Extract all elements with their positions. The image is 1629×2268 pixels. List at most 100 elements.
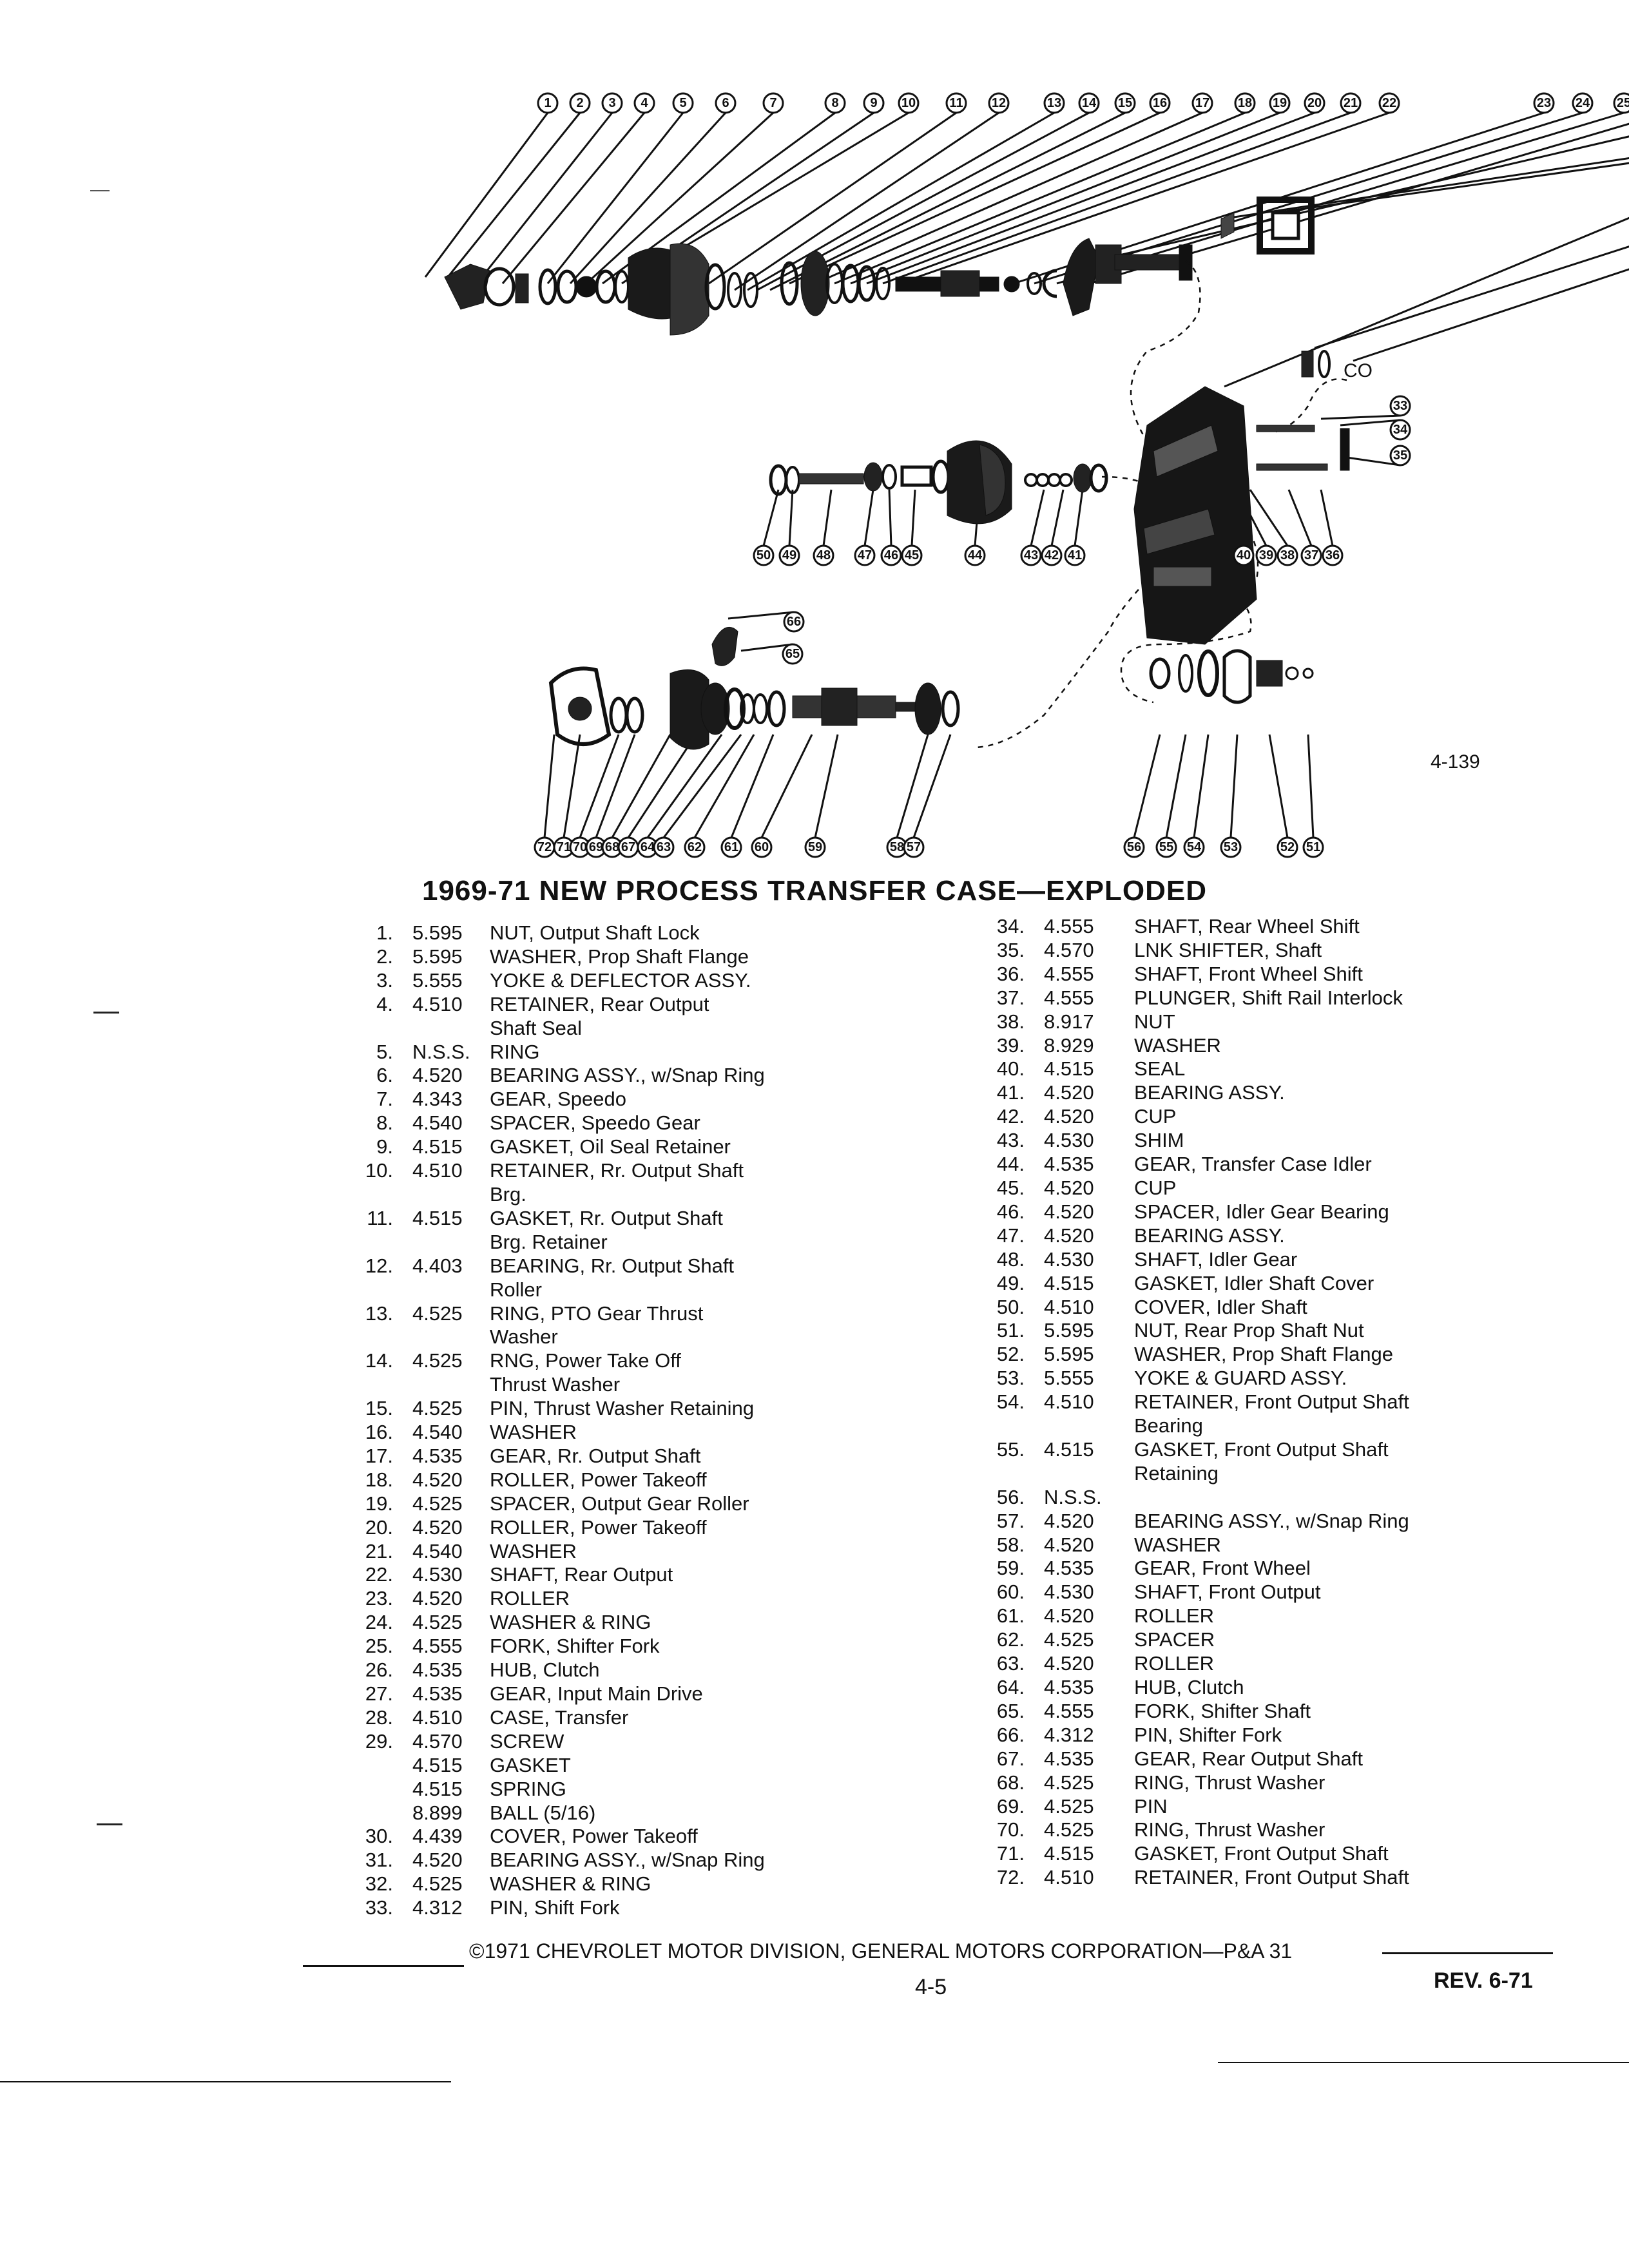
part-number: 57. [996, 1509, 1025, 1532]
part-number: 8. [376, 1111, 393, 1135]
part-number: 13. [365, 1302, 393, 1325]
callout-46: 46 [880, 544, 902, 566]
svg-text:59: 59 [808, 840, 822, 854]
part-group-code: 4.535 [412, 1658, 463, 1682]
part-description-line: ROLLER [1134, 1604, 1215, 1628]
part-group-code: 4.520 [1044, 1105, 1094, 1128]
part-number: 34. [996, 915, 1025, 937]
callout-34: 34 [1389, 419, 1411, 441]
svg-text:17: 17 [1195, 96, 1210, 110]
svg-text:52: 52 [1280, 840, 1295, 854]
part-group-code: 4.525 [412, 1349, 463, 1372]
part-number: 39. [996, 1033, 1025, 1057]
part-number: 5. [376, 1040, 393, 1063]
part-group-code: 4.520 [1044, 1224, 1094, 1247]
part-description-line: SHAFT, Idler Gear [1134, 1247, 1298, 1271]
part-description: HUB, Clutch [1134, 1676, 1244, 1700]
part-description-line: BEARING ASSY. [1134, 1081, 1285, 1104]
svg-text:72: 72 [537, 840, 552, 854]
part-number: 46. [996, 1200, 1025, 1223]
front-output-parts [548, 626, 1314, 750]
part-group-code: 5.595 [1044, 1343, 1094, 1366]
part-number: 15. [365, 1397, 393, 1420]
part-group-code: 4.535 [1044, 1747, 1094, 1770]
part-description: WASHER & RING [490, 1872, 651, 1896]
part-group-code: N.S.S. [1044, 1485, 1102, 1508]
part-description: COVER, Idler Shaft [1134, 1296, 1307, 1320]
part-description: WASHER, Prop Shaft Flange [1134, 1343, 1393, 1367]
part-description-line: WASHER [1134, 1533, 1221, 1556]
part-group-code: 4.515 [412, 1777, 463, 1800]
part-number: 14. [365, 1349, 393, 1372]
part-description-line: WASHER [1134, 1033, 1221, 1057]
callout-56: 56 [1123, 836, 1145, 858]
svg-text:35: 35 [1393, 448, 1407, 463]
part-number: 69. [996, 1794, 1025, 1818]
callout-25: 25 [1613, 92, 1629, 114]
part-description-line: GASKET, Front Output Shaft [1134, 1842, 1389, 1865]
part-description: SHAFT, Front Wheel Shift [1134, 963, 1363, 986]
callout-37: 37 [1300, 544, 1322, 566]
part-number: 42. [996, 1105, 1025, 1128]
callout-50: 50 [753, 544, 775, 566]
svg-text:64: 64 [641, 840, 655, 854]
part-description: WASHER, Prop Shaft Flange [490, 945, 749, 969]
svg-text:46: 46 [884, 548, 898, 562]
svg-text:60: 60 [755, 840, 769, 854]
document-title: 1969-71 NEW PROCESS TRANSFER CASE—EXPLOD… [421, 875, 1208, 907]
callout-2: 2 [569, 92, 591, 114]
svg-text:22: 22 [1382, 96, 1396, 110]
part-group-code: 4.439 [412, 1825, 463, 1848]
transfer-case [1133, 386, 1257, 645]
part-description-line: SPRING [490, 1777, 566, 1800]
part-number [322, 1754, 393, 1778]
callout-13: 13 [1043, 92, 1065, 114]
part-group-code: 4.520 [1044, 1081, 1094, 1104]
part-group-code: 4.535 [1044, 1676, 1094, 1698]
part-description: NUT, Rear Prop Shaft Nut [1134, 1319, 1364, 1343]
callout-15: 15 [1114, 92, 1136, 114]
part-description-line: WASHER, Prop Shaft Flange [1134, 1343, 1394, 1366]
part-number: 47. [996, 1224, 1025, 1247]
part-description: WASHER [1134, 1533, 1221, 1557]
callout-71: 71 [553, 836, 575, 858]
part-description: PIN, Shift Fork [490, 1896, 620, 1920]
part-description: GEAR, Rr. Output Shaft [490, 1445, 700, 1468]
part-description: GEAR, Front Wheel [1134, 1557, 1311, 1581]
part-description-line: PLUNGER, Shift Rail Interlock [1134, 986, 1403, 1009]
part-description: SHAFT, Rear Wheel Shift [1134, 915, 1360, 939]
part-group-code: 4.525 [412, 1302, 463, 1325]
part-group-code: 4.555 [1044, 962, 1094, 985]
part-number: 72. [996, 1866, 1025, 1889]
part-number: 45. [996, 1176, 1025, 1199]
part-number: 3. [376, 968, 393, 992]
part-group-code: 4.312 [412, 1896, 463, 1919]
callout-23: 23 [1533, 92, 1555, 114]
part-description: HUB, Clutch [490, 1658, 600, 1682]
svg-text:62: 62 [688, 840, 702, 854]
footer-copyright: ©1971 CHEVROLET MOTOR DIVISION, GENERAL … [469, 1939, 1293, 1963]
part-number: 20. [365, 1515, 393, 1539]
part-group-code: 4.570 [412, 1729, 463, 1753]
part-number: 36. [996, 962, 1025, 985]
callout-7: 7 [762, 92, 784, 114]
part-description: SCREW [490, 1730, 564, 1754]
part-description-line: Bearing [1134, 1414, 1203, 1437]
part-description-line: GEAR, Transfer Case Idler [1134, 1153, 1372, 1176]
